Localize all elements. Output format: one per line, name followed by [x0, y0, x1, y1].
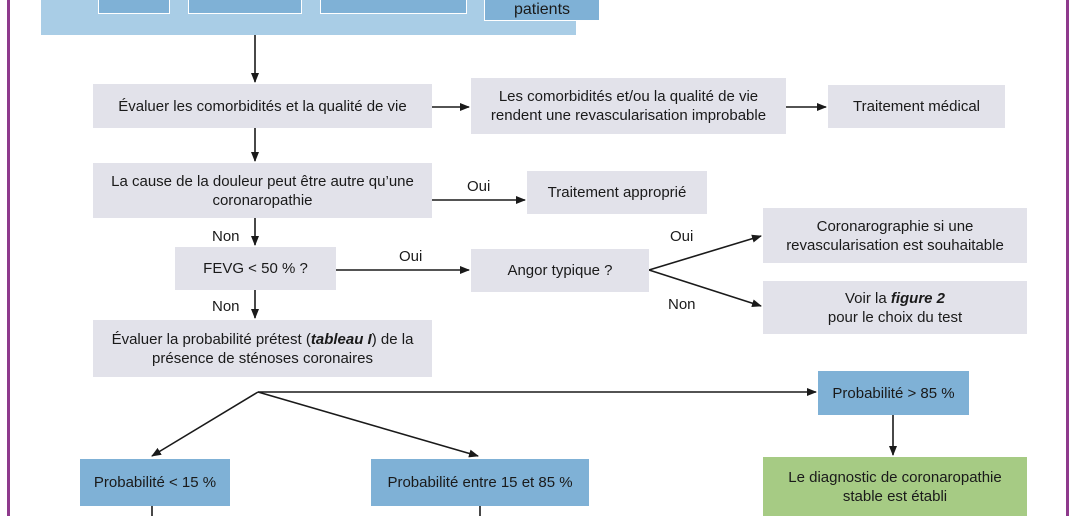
- frame-border-right: [1066, 0, 1069, 516]
- node-diagnostic-etabli-label: Le diagnostic de coronaropathie stable e…: [788, 468, 1002, 505]
- node-comorbidites-improbable: Les comorbidités et/ou la qualité de vie…: [471, 78, 786, 134]
- node-cause-autre: La cause de la douleur peut être autre q…: [93, 163, 432, 218]
- node-prob-15-85-label: Probabilité entre 15 et 85 %: [387, 474, 573, 491]
- voir-prefix: Voir la: [844, 289, 887, 307]
- top-subbox: [98, 0, 170, 14]
- node-prob-gt85: Probabilité > 85 %: [818, 371, 969, 415]
- top-subbox: [188, 0, 302, 14]
- node-diagnostic-etabli: Le diagnostic de coronaropathie stable e…: [763, 457, 1027, 516]
- eval-prob-suffix: ) de la présence de sténoses coronaires: [152, 330, 414, 367]
- figure-reference: figure 2: [890, 289, 946, 307]
- node-cause-autre-label: La cause de la douleur peut être autre q…: [111, 172, 414, 209]
- eval-prob-prefix: Évaluer la probabilité prétest (: [111, 330, 311, 348]
- node-fevg: FEVG < 50 % ?: [175, 247, 336, 290]
- node-comorbidites-improbable-label: Les comorbidités et/ou la qualité de vie…: [490, 88, 767, 124]
- edge-label-non-cause: Non: [212, 228, 240, 245]
- top-patients-label: patients: [513, 1, 571, 18]
- node-eval-probabilite: Évaluer la probabilité prétest (tableau …: [93, 320, 432, 377]
- node-angor-typique-label: Angor typique ?: [507, 262, 613, 279]
- voir-suffix: pour le choix du test: [827, 308, 963, 326]
- node-traitement-medical-label: Traitement médical: [853, 98, 980, 115]
- frame-border-left: [7, 0, 10, 516]
- arrow-branch-to-15-85: [257, 391, 479, 458]
- node-coronarographie-label: Coronarographie si une revascularisation…: [786, 217, 1004, 254]
- node-eval-comorbidites-label: Évaluer les comorbidités et la qualité d…: [118, 97, 407, 115]
- node-eval-comorbidites: Évaluer les comorbidités et la qualité d…: [93, 84, 432, 128]
- node-eval-probabilite-label: Évaluer la probabilité prétest (tableau …: [99, 330, 426, 368]
- top-patients-box: patients: [484, 0, 600, 21]
- top-band: patients: [41, 0, 600, 35]
- edge-label-non-angor: Non: [668, 296, 696, 313]
- node-prob-15-85: Probabilité entre 15 et 85 %: [371, 459, 589, 506]
- node-prob-lt15-label: Probabilité < 15 %: [93, 474, 217, 491]
- edge-label-non-fevg: Non: [212, 298, 240, 315]
- arrow-branch-to-lt15: [151, 391, 259, 457]
- node-prob-lt15: Probabilité < 15 %: [80, 459, 230, 506]
- edge-label-oui-cause: Oui: [467, 178, 491, 195]
- arrow-angor-to-voir: [648, 269, 762, 308]
- node-angor-typique: Angor typique ?: [471, 249, 649, 292]
- node-voir-figure: Voir la figure 2 pour le choix du test: [763, 281, 1027, 334]
- edge-label-oui-angor: Oui: [670, 228, 694, 245]
- top-subbox: [320, 0, 467, 14]
- node-prob-gt85-label: Probabilité > 85 %: [832, 384, 955, 402]
- node-voir-figure-label: Voir la figure 2 pour le choix du test: [828, 289, 962, 327]
- node-fevg-label: FEVG < 50 % ?: [203, 260, 308, 277]
- node-traitement-approprie: Traitement approprié: [527, 171, 707, 214]
- edge-label-oui-fevg: Oui: [399, 248, 423, 265]
- table-reference: tableau I: [310, 330, 372, 348]
- node-traitement-approprie-label: Traitement approprié: [547, 184, 687, 201]
- arrow-angor-to-coronarographie: [648, 234, 762, 271]
- node-coronarographie: Coronarographie si une revascularisation…: [763, 208, 1027, 263]
- node-traitement-medical: Traitement médical: [828, 85, 1005, 128]
